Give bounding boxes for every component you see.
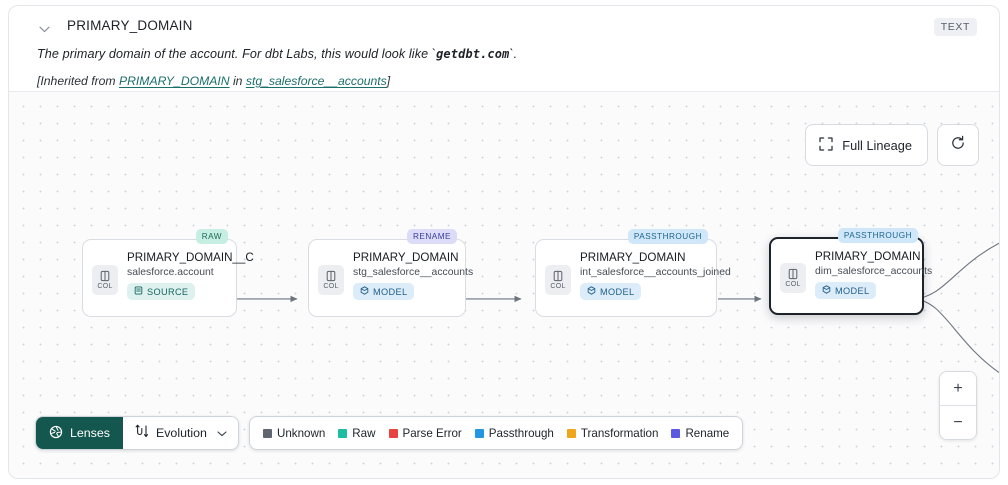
legend-swatch: [474, 428, 484, 438]
inherited-prefix: [Inherited from: [37, 74, 119, 88]
chevron-down-icon: [217, 426, 227, 440]
lineage-node-selected[interactable]: PASSTHROUGH COL PRIMARY_DOMAIN dim_sales…: [769, 228, 933, 315]
divider: [940, 405, 976, 406]
column-detail-panel: PRIMARY_DOMAIN TEXT The primary domain o…: [8, 5, 1000, 479]
legend-swatch: [671, 428, 681, 438]
column-icon: COL: [92, 265, 118, 295]
col-chip-label: COL: [785, 281, 801, 288]
inherited-model-link[interactable]: stg_salesforce__accounts: [245, 74, 387, 88]
legend-item: Passthrough: [474, 426, 554, 440]
lineage-node[interactable]: RAW COL PRIMARY_DOMAIN__C salesforce.acc…: [82, 229, 254, 317]
node-text: PRIMARY_DOMAIN dim_salesforce_accounts M…: [815, 247, 933, 305]
evolution-dropdown[interactable]: Evolution: [122, 417, 238, 449]
status-badge: TEXT: [933, 18, 977, 36]
node-type-label: MODEL: [373, 286, 408, 297]
lenses-label: Lenses: [70, 426, 110, 440]
node-subtitle: dim_salesforce_accounts: [815, 266, 933, 277]
legend-label: Unknown: [276, 426, 326, 440]
node-text: PRIMARY_DOMAIN int_salesforce__accounts_…: [580, 248, 731, 308]
refresh-icon: [950, 135, 966, 156]
node-tag-badge: RAW: [195, 229, 228, 244]
col-chip-label: COL: [97, 283, 113, 290]
cube-icon: [360, 286, 369, 297]
node-type-label: MODEL: [835, 285, 870, 296]
legend-swatch: [338, 428, 348, 438]
legend-item: Raw: [338, 426, 376, 440]
legend-label: Transformation: [580, 426, 659, 440]
node-subtitle: stg_salesforce__accounts: [353, 267, 474, 278]
cube-icon: [822, 285, 831, 296]
node-type-pill: SOURCE: [127, 283, 196, 300]
lenses-button[interactable]: Lenses: [36, 417, 123, 449]
inherited-suffix: ]: [386, 74, 391, 88]
node-text: PRIMARY_DOMAIN stg_salesforce__accounts …: [353, 248, 474, 308]
node-title: PRIMARY_DOMAIN__C: [127, 251, 254, 264]
refresh-button[interactable]: [937, 124, 979, 166]
zoom-in-button[interactable]: +: [940, 372, 976, 405]
legend-label: Raw: [352, 426, 376, 440]
legend-item: Parse Error: [388, 426, 462, 440]
description-prefix: The primary domain of the account. For d…: [37, 47, 437, 61]
column-header: PRIMARY_DOMAIN TEXT The primary domain o…: [9, 6, 999, 92]
legend-label: Parse Error: [402, 426, 462, 440]
lineage-canvas[interactable]: Full Lineage RAW: [9, 92, 999, 478]
node-title: PRIMARY_DOMAIN: [580, 251, 686, 264]
node-body: COL PRIMARY_DOMAIN stg_salesforce__accou…: [309, 240, 474, 316]
zoom-out-button[interactable]: −: [940, 406, 976, 439]
legend-item: Transformation: [566, 426, 659, 440]
legend-label: Rename: [685, 426, 730, 440]
legend-label: Passthrough: [488, 426, 554, 440]
node-tag-badge: PASSTHROUGH: [837, 228, 918, 243]
inherited-from-line: [Inherited from PRIMARY_DOMAIN in stg_sa…: [37, 74, 969, 88]
node-type-label: SOURCE: [147, 286, 189, 297]
node-type-pill: MODEL: [815, 282, 877, 299]
database-icon: [134, 286, 143, 297]
column-icon: COL: [318, 265, 344, 295]
col-chip-label: COL: [323, 283, 339, 290]
expand-corners-icon: [819, 136, 833, 154]
lineage-node[interactable]: RENAME COL PRIMARY_DOMAIN stg_salesforce…: [308, 229, 474, 317]
zoom-controls: + −: [939, 371, 977, 440]
full-lineage-button[interactable]: Full Lineage: [805, 124, 928, 166]
lineage-bottom-toolbar: Lenses Evolution: [35, 416, 744, 450]
node-title: PRIMARY_DOMAIN: [353, 251, 459, 264]
full-lineage-label: Full Lineage: [842, 137, 912, 153]
node-body: COL PRIMARY_DOMAIN__C salesforce.account: [83, 240, 254, 316]
node-body: COL PRIMARY_DOMAIN int_salesforce__accou…: [536, 240, 731, 316]
node-subtitle: int_salesforce__accounts_joined: [580, 267, 731, 278]
node-type-label: MODEL: [600, 286, 635, 297]
col-chip-label: COL: [550, 283, 566, 290]
node-text: PRIMARY_DOMAIN__C salesforce.account SOU: [127, 248, 254, 308]
node-tag-badge: PASSTHROUGH: [627, 229, 708, 244]
node-title: PRIMARY_DOMAIN: [815, 250, 921, 263]
cube-icon: [587, 286, 596, 297]
legend-swatch: [566, 428, 576, 438]
evolution-label: Evolution: [155, 426, 207, 440]
lineage-toolbar: Full Lineage: [805, 124, 979, 166]
chevron-down-icon[interactable]: [35, 20, 53, 38]
lineage-legend: Unknown Raw Parse Error Passthrough: [248, 416, 744, 450]
inherited-middle: in: [229, 74, 246, 88]
flow-icon: [135, 424, 149, 442]
column-description: The primary domain of the account. For d…: [37, 47, 969, 61]
column-header-row: PRIMARY_DOMAIN TEXT: [9, 16, 999, 40]
page-title: PRIMARY_DOMAIN: [67, 18, 193, 33]
column-icon: COL: [545, 265, 571, 295]
legend-item: Rename: [671, 427, 729, 440]
node-body: COL PRIMARY_DOMAIN dim_salesforce_accoun…: [771, 239, 933, 313]
lineage-node[interactable]: PASSTHROUGH COL PRIMARY_DOMAIN int_sales…: [535, 229, 731, 317]
legend-swatch: [262, 428, 272, 438]
column-icon: COL: [780, 263, 806, 293]
node-tag-badge: RENAME: [406, 229, 457, 244]
description-code: getdbt.com: [436, 47, 510, 61]
node-subtitle: salesforce.account: [127, 267, 214, 278]
description-suffix: `.: [509, 47, 518, 61]
node-type-pill: MODEL: [353, 283, 415, 300]
node-type-pill: MODEL: [580, 283, 642, 300]
legend-item: Unknown: [262, 426, 326, 440]
lenses-evolution-group: Lenses Evolution: [35, 416, 239, 450]
inherited-column-link[interactable]: PRIMARY_DOMAIN: [118, 74, 230, 88]
legend-swatch: [388, 428, 398, 438]
aperture-icon: [49, 425, 63, 442]
